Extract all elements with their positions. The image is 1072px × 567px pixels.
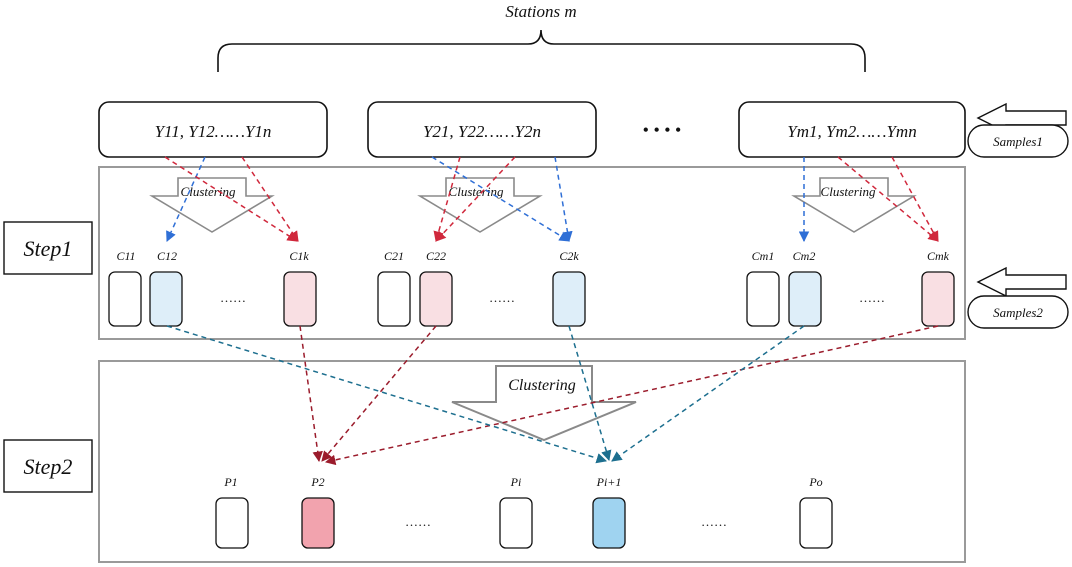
arrow-s1-c1k-a	[164, 156, 298, 242]
samples1-label: Samples1	[993, 134, 1043, 149]
samples2-pill	[967, 295, 1069, 329]
cluster-box-c12	[149, 271, 183, 327]
samples1-pill	[967, 124, 1069, 158]
cluster-label-c1k: C1k	[289, 249, 309, 263]
pool-box-p2	[301, 497, 335, 549]
pool-label-pi1: Pi+1	[596, 475, 622, 489]
station-1-label: Y11, Y12……Y1n	[155, 122, 272, 141]
arrow-s2-c22-b	[433, 156, 461, 243]
group3-ellipsis: ……	[859, 290, 885, 305]
group1-ellipsis: ……	[220, 290, 246, 305]
cluster-label-c22: C22	[426, 249, 446, 263]
station-2: Y21, Y22……Y2n	[367, 101, 597, 158]
cluster-label-c2k: C2k	[559, 249, 579, 263]
pool-label-p1: P1	[223, 475, 237, 489]
step2-frame	[98, 360, 966, 563]
cluster-label-c11: C11	[116, 249, 135, 263]
cluster-box-cm1	[746, 271, 780, 327]
arrow-s2-c22	[435, 156, 516, 242]
pool-label-po: Po	[808, 475, 822, 489]
arrow-c12-pi1	[166, 325, 608, 464]
clustering-arrow-1: Clustering	[149, 177, 275, 233]
pool-box-pi	[499, 497, 533, 549]
pool-label-pi: Pi	[510, 475, 522, 489]
pool-box-pi1	[592, 497, 626, 549]
step2-label: Step2	[24, 454, 73, 479]
arrow-sm-cmk-a	[837, 156, 939, 242]
station-m: Ym1, Ym2……Ymn	[738, 101, 966, 158]
cluster-label-cm1: Cm1	[752, 249, 775, 263]
station-m-label: Ym1, Ym2……Ymn	[787, 122, 916, 141]
clustering-label-3: Clustering	[821, 184, 876, 199]
stations-title: Stations m	[505, 2, 576, 21]
pool-box-p1	[215, 497, 249, 549]
arrow-c1k-p2	[299, 325, 323, 463]
step2-box	[3, 439, 93, 493]
cluster-label-cmk: Cmk	[927, 249, 950, 263]
station-ellipsis: • • • •	[643, 120, 682, 140]
arrow-s2-c2k-b	[554, 156, 573, 243]
clustering-arrow-3: Clustering	[791, 177, 917, 233]
cluster-box-c11	[108, 271, 142, 327]
step2-arrows	[166, 325, 939, 466]
clustering-label-2: Clustering	[449, 184, 504, 199]
samples2-label: Samples2	[993, 305, 1043, 320]
station-2-label: Y21, Y22……Y2n	[423, 122, 541, 141]
pool-ellipsis-2: ……	[701, 514, 727, 529]
samples2-arrow-icon	[976, 266, 1067, 298]
arrow-s1-c1k-b	[241, 156, 299, 242]
clustering-label-1: Clustering	[181, 184, 236, 199]
clustering-arrow-2: Clustering	[417, 177, 543, 233]
step1-frame	[98, 166, 966, 340]
cluster-box-c22	[419, 271, 453, 327]
cluster-label-cm2: Cm2	[793, 249, 816, 263]
clustering-label-step2: Clustering	[508, 377, 576, 394]
group2-ellipsis: ……	[489, 290, 515, 305]
stations-brace	[217, 29, 866, 72]
arrow-cmk-p2	[324, 325, 939, 466]
arrow-cm2-pi1	[611, 325, 805, 462]
pool-box-po	[799, 497, 833, 549]
step1-box	[3, 221, 93, 275]
cluster-box-c2k	[552, 271, 586, 327]
pool-ellipsis-1: ……	[405, 514, 431, 529]
cluster-box-c21	[377, 271, 411, 327]
arrow-sm-cmk-b	[891, 156, 939, 242]
arrow-c22-p2	[321, 325, 437, 462]
cluster-box-c1k	[283, 271, 317, 327]
cluster-label-c21: C21	[384, 249, 404, 263]
pool-label-p2: P2	[310, 475, 324, 489]
cluster-label-c12: C12	[157, 249, 177, 263]
step1-label: Step1	[24, 236, 73, 261]
arrow-s1-c12	[166, 156, 206, 242]
station-1: Y11, Y12……Y1n	[98, 101, 328, 158]
cluster-box-cmk	[921, 271, 955, 327]
clustering-arrow-step2: Clustering	[451, 365, 637, 442]
cluster-box-cm2	[788, 271, 822, 327]
step1-arrows	[164, 156, 939, 243]
